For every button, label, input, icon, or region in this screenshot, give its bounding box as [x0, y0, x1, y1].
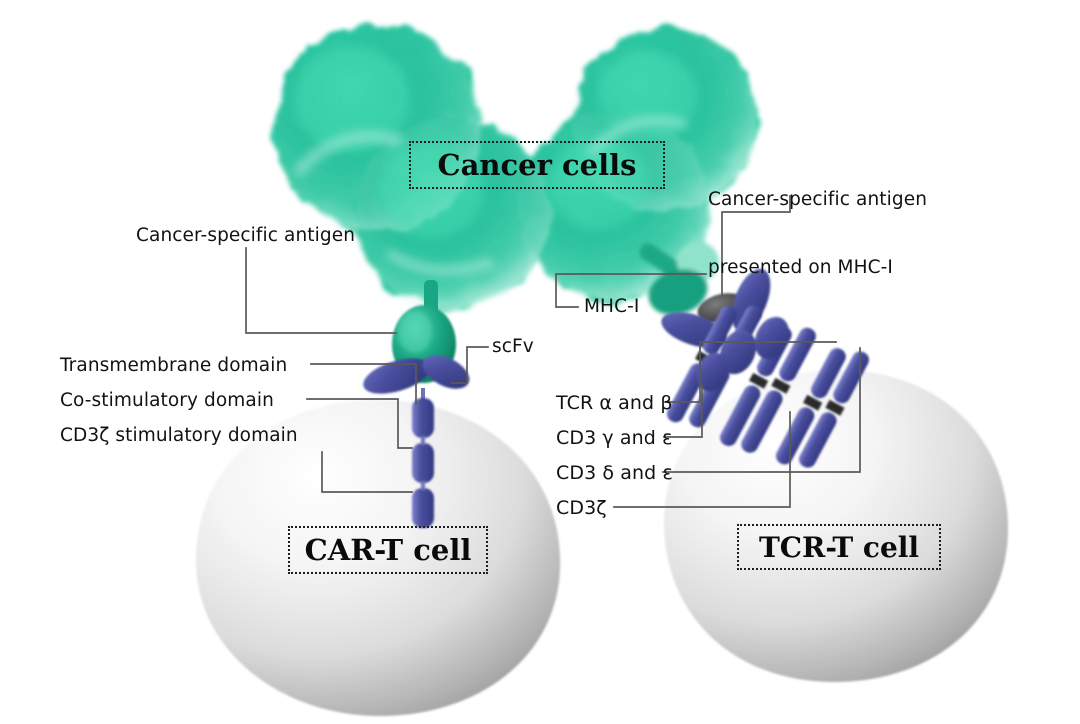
leader-lines: [245, 195, 861, 508]
label-mhc-1: MHC-I: [584, 296, 640, 317]
label-cancer-specific-antigen: Cancer-specific antigen: [136, 225, 356, 246]
label-line-1: Cancer-specific antigen: [708, 189, 928, 211]
car-receptor: [363, 280, 470, 528]
transmembrane-domain-shape: [412, 398, 434, 438]
leader-cancer-antigen-left: [245, 247, 397, 334]
cancer-cells-tag: Cancer cells: [409, 141, 665, 189]
leader-cd3-ge: [663, 383, 703, 438]
label-co-stimulatory-domain: Co-stimulatory domain: [60, 390, 274, 411]
leader-transmembrane: [310, 363, 417, 405]
co-stimulatory-domain-shape: [412, 443, 434, 483]
label-cd3-zeta: CD3ζ: [556, 497, 607, 519]
car-t-cell-tag: CAR-T cell: [288, 526, 488, 574]
label-cd3-gamma-epsilon: CD3 γ and ε: [556, 427, 673, 449]
label-tcr-alpha-beta: TCR α and β: [556, 392, 673, 414]
label-cd3-zeta-stimulatory-domain: CD3ζ stimulatory domain: [60, 425, 298, 446]
label-transmembrane-domain: Transmembrane domain: [60, 355, 288, 376]
label-line-2: presented on MHC-I: [708, 256, 893, 278]
leader-cd3-de: [662, 347, 861, 473]
tcr-t-cell-tag: TCR-T cell: [737, 524, 941, 570]
leader-cd3zeta-left: [321, 451, 413, 493]
cancer-cell-cluster: [274, 24, 756, 309]
leader-cancer-antigen-right: [721, 195, 791, 297]
cd3-zeta-domain-shape: [412, 488, 434, 528]
leader-costimulatory: [306, 398, 413, 449]
car-intracellular-domains: [412, 398, 434, 528]
leader-mhc1: [555, 273, 707, 308]
leader-tcr-ab: [664, 341, 837, 403]
label-scfv: scFv: [492, 336, 534, 357]
tcr-cd3-chains: [666, 305, 869, 468]
leader-scfv: [451, 346, 489, 384]
leader-cd3-z-right: [613, 411, 791, 508]
label-cancer-specific-antigen-on-mhc: Cancer-specific antigen presented on MHC…: [708, 144, 927, 325]
car-t-cell-body: [196, 399, 561, 717]
label-cd3-delta-epsilon: CD3 δ and ε: [556, 462, 673, 484]
scfv-arms: [363, 355, 470, 394]
mhc-tcr-complex: [639, 242, 869, 468]
